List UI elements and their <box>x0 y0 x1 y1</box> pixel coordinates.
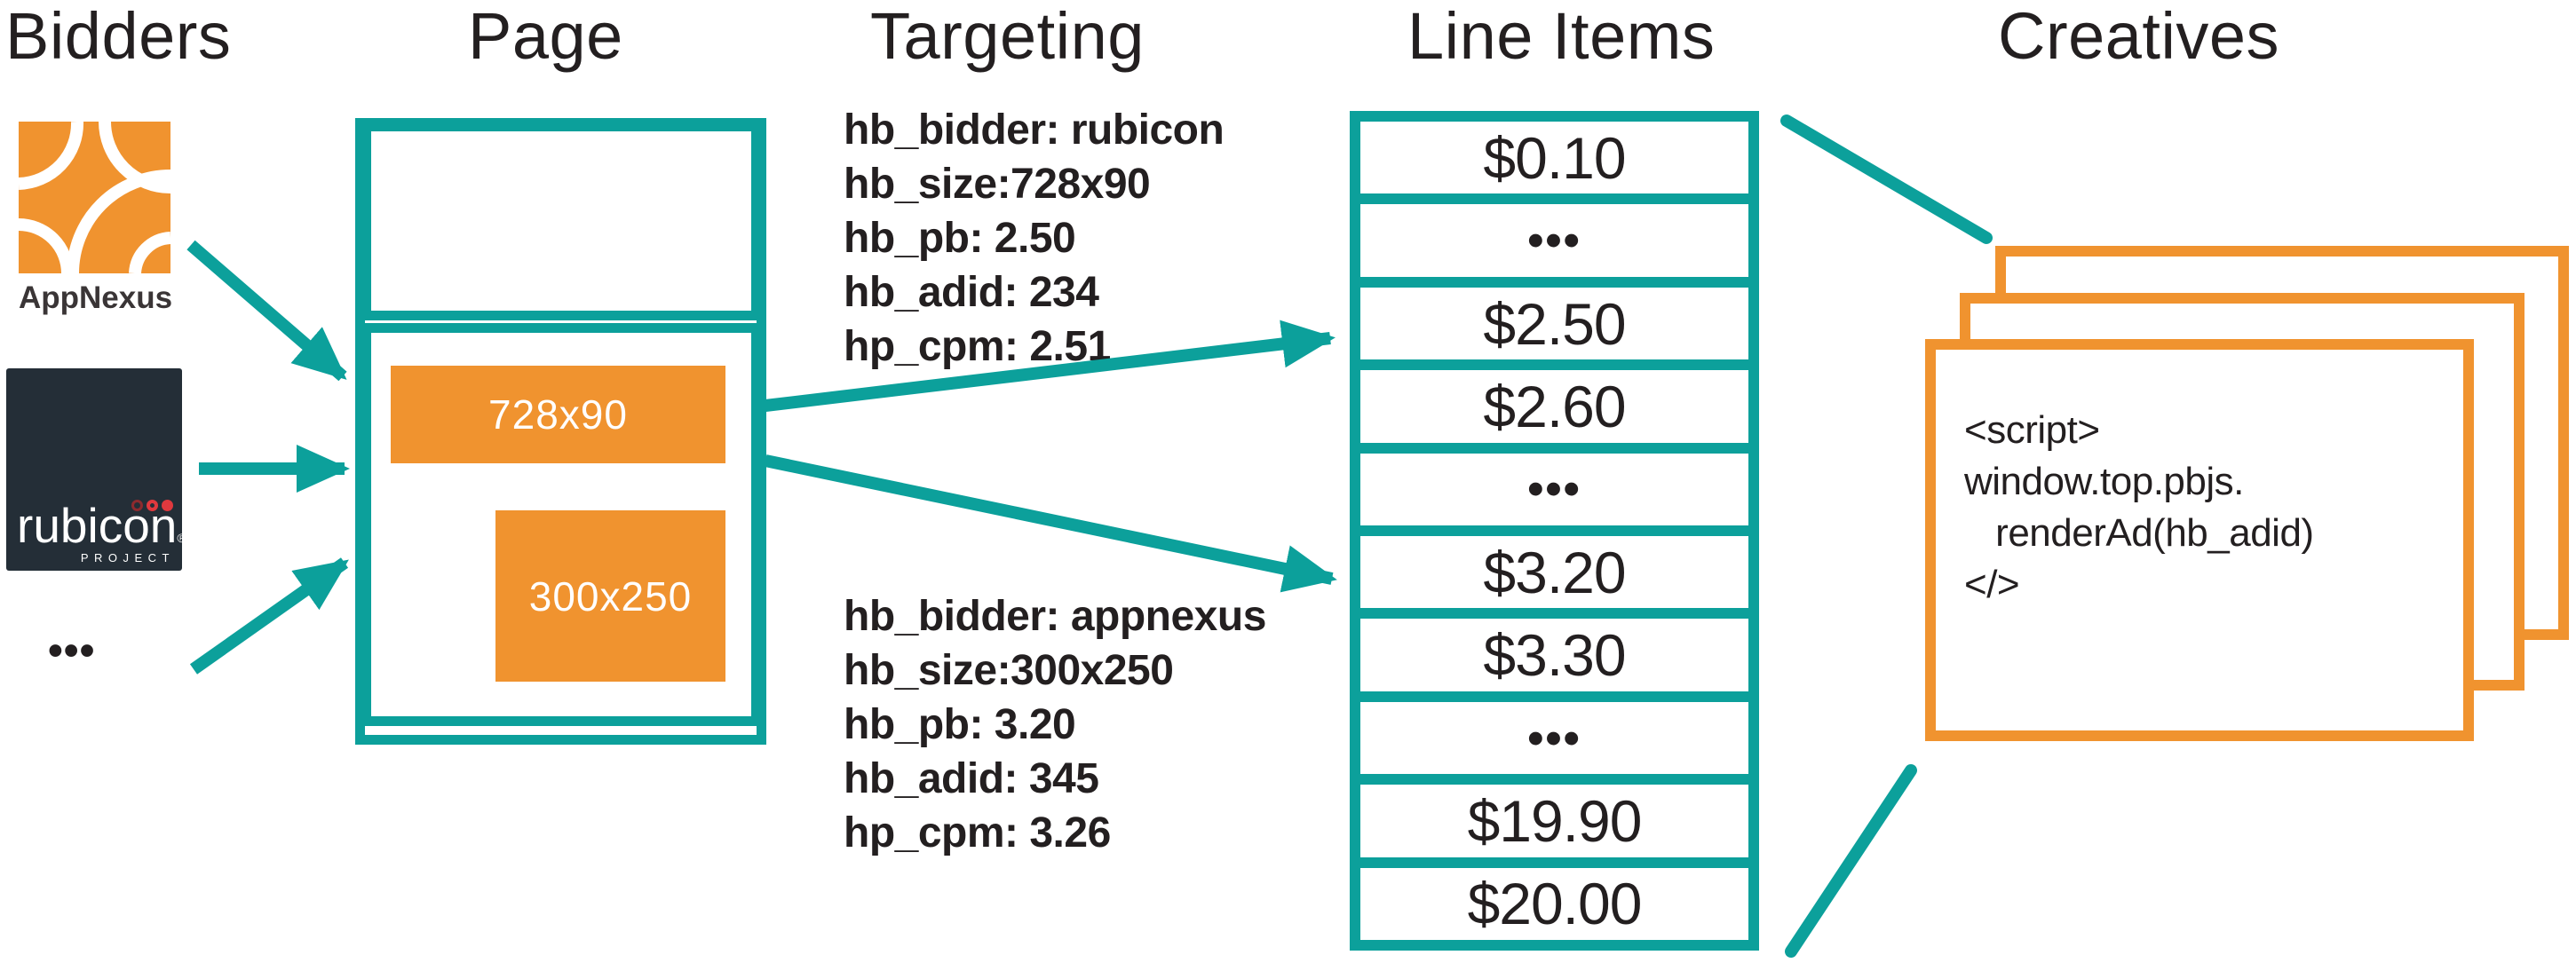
rubicon-dot-ring <box>147 500 158 511</box>
targeting-line: hb_adid: 234 <box>844 269 1099 316</box>
targeting-column-title: Targeting <box>870 0 1145 73</box>
targeting-block-rubicon: hb_bidder: rubicon hb_size:728x90 hb_pb:… <box>844 103 1225 374</box>
appnexus-logo-icon <box>18 121 171 274</box>
ad-slot-728x90: 728x90 <box>391 366 725 463</box>
code-line: window.top.pbjs. <box>1964 460 2244 503</box>
bidders-column-title: Bidders <box>5 0 232 73</box>
line-item-row: $2.60 <box>1360 370 1748 454</box>
rubicon-registered-mark: ® <box>177 531 186 545</box>
line-item-row: $20.00 <box>1360 867 1748 941</box>
code-line: renderAd(hb_adid) <box>1964 511 2314 555</box>
rubicon-dot-solid <box>162 500 173 511</box>
line-item-row-ellipsis: ••• <box>1360 453 1748 537</box>
code-line: </> <box>1964 563 2020 606</box>
rubicon-dot-outline <box>131 500 143 511</box>
code-line: <script> <box>1964 408 2100 452</box>
rubicon-wordmark: rubicon® <box>17 501 186 563</box>
line-items-column-title: Line Items <box>1407 0 1716 73</box>
arrow-appnexus-to-page <box>186 240 347 382</box>
line-lineitems-to-creatives-top <box>1780 114 1993 244</box>
appnexus-logo-graphic <box>18 121 171 274</box>
targeting-line: hp_cpm: 3.26 <box>844 809 1111 856</box>
rubicon-logo-icon: rubicon® PROJECT <box>6 368 186 571</box>
line-item-row: $19.90 <box>1360 785 1748 868</box>
line-item-row: $3.30 <box>1360 619 1748 702</box>
targeting-line: hb_size:300x250 <box>844 647 1174 694</box>
page-column-title: Page <box>468 0 623 73</box>
targeting-line: hb_adid: 345 <box>844 755 1099 802</box>
line-lineitems-to-creatives-bottom <box>1785 764 1917 958</box>
line-item-row-ellipsis: ••• <box>1360 701 1748 785</box>
rubicon-wordmark-text: rubicon <box>17 498 178 553</box>
line-item-row: $2.50 <box>1360 287 1748 371</box>
creative-card-front: <script> window.top.pbjs. renderAd(hb_ad… <box>1925 339 2474 741</box>
rubicon-dots-icon <box>131 500 173 511</box>
creative-code-snippet: <script> window.top.pbjs. renderAd(hb_ad… <box>1964 405 2314 611</box>
page-header-area <box>361 122 761 320</box>
targeting-line: hb_bidder: appnexus <box>844 593 1266 640</box>
line-items-table: $0.10 ••• $2.50 $2.60 ••• $3.20 $3.30 ••… <box>1350 111 1759 951</box>
appnexus-label: AppNexus <box>18 280 173 315</box>
rubicon-project-label: PROJECT <box>80 551 175 564</box>
targeting-block-appnexus: hb_bidder: appnexus hb_size:300x250 hb_p… <box>844 589 1266 860</box>
arrow-page-to-line-item-320 <box>764 454 1337 593</box>
arrow-more-bidders-to-page <box>189 557 349 675</box>
targeting-line: hb_size:728x90 <box>844 161 1151 208</box>
targeting-line: hb_pb: 3.20 <box>844 701 1076 748</box>
line-item-row: $0.10 <box>1360 122 1748 205</box>
targeting-line: hb_bidder: rubicon <box>844 107 1225 154</box>
targeting-line: hp_cpm: 2.51 <box>844 323 1111 370</box>
creatives-column-title: Creatives <box>1998 0 2280 73</box>
line-item-row: $3.20 <box>1360 536 1748 620</box>
more-bidders-indicator: ••• <box>48 628 96 675</box>
targeting-line: hb_pb: 2.50 <box>844 215 1076 262</box>
ad-slot-300x250: 300x250 <box>495 510 725 682</box>
line-item-row-ellipsis: ••• <box>1360 204 1748 288</box>
